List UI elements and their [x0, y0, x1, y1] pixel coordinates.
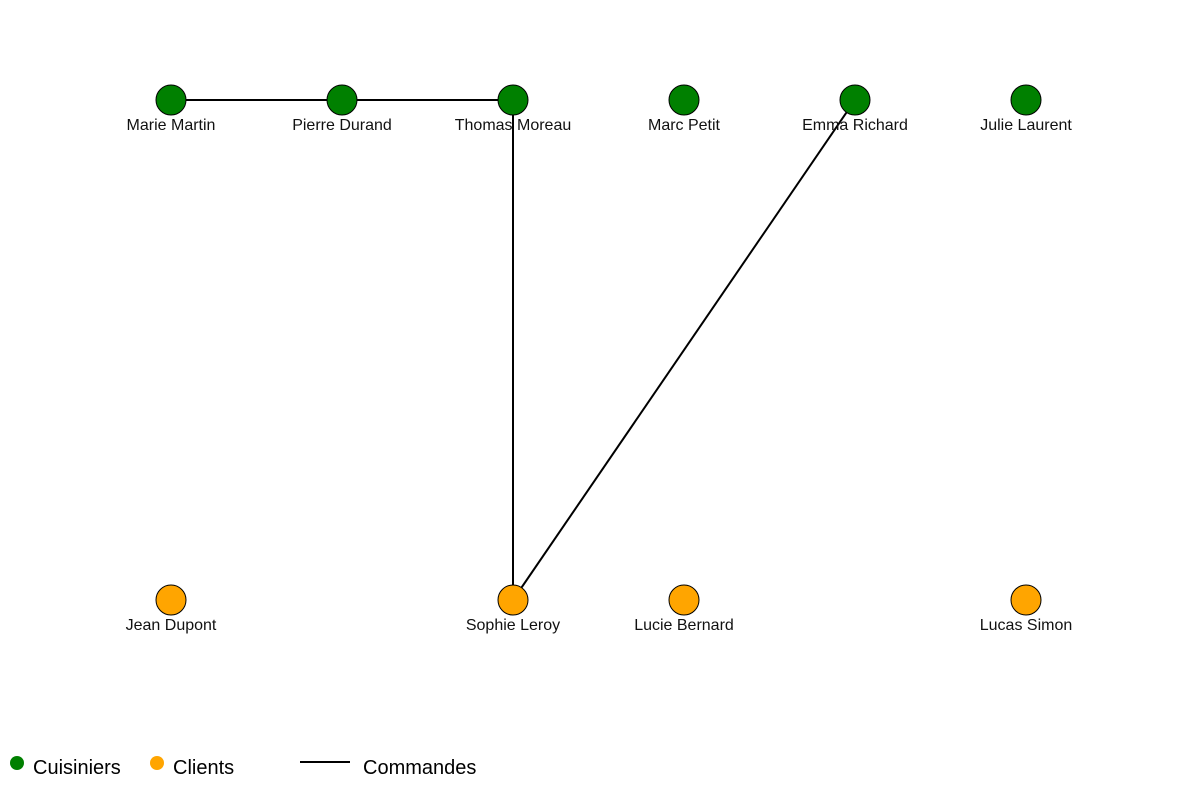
node-julie-laurent[interactable]	[1010, 84, 1042, 116]
labels-layer: Marie Martin Pierre Durand Thomas Moreau Ma…	[126, 117, 1073, 634]
node-label-pierre-durand: Pierre Durand	[292, 117, 392, 134]
node-label-thomas-moreau: Thomas Moreau	[455, 117, 572, 134]
node-marc-petit[interactable]	[668, 84, 700, 116]
node-label-marc-petit: Marc Petit	[648, 117, 721, 134]
legend-cooks-label: Cuisiniers	[33, 757, 121, 779]
node-label-jean-dupont: Jean Dupont	[126, 617, 217, 634]
node-lucas-simon[interactable]	[1010, 584, 1042, 616]
edge-emma-richard-sophie-leroy	[512, 99, 856, 601]
node-label-marie-martin: Marie Martin	[127, 117, 216, 134]
node-pierre-durand[interactable]	[326, 84, 358, 116]
legend-clients-label: Clients	[173, 757, 234, 779]
edges-layer	[171, 99, 856, 601]
node-label-julie-laurent: Julie Laurent	[980, 117, 1072, 134]
node-label-emma-richard: Emma Richard	[802, 117, 908, 134]
node-label-sophie-leroy: Sophie Leroy	[466, 617, 560, 634]
nodes-layer	[155, 84, 1042, 616]
legend: Cuisiniers Clients Commandes	[10, 756, 476, 779]
node-lucie-bernard[interactable]	[668, 584, 700, 616]
node-label-lucie-bernard: Lucie Bernard	[634, 617, 734, 634]
node-marie-martin[interactable]	[155, 84, 187, 116]
node-label-lucas-simon: Lucas Simon	[980, 617, 1073, 634]
legend-clients-marker	[150, 756, 164, 770]
node-sophie-leroy[interactable]	[497, 584, 529, 616]
legend-orders-label: Commandes	[363, 757, 476, 779]
node-jean-dupont[interactable]	[155, 584, 187, 616]
legend-cooks-marker	[10, 756, 24, 770]
node-thomas-moreau[interactable]	[497, 84, 529, 116]
node-emma-richard[interactable]	[839, 84, 871, 116]
